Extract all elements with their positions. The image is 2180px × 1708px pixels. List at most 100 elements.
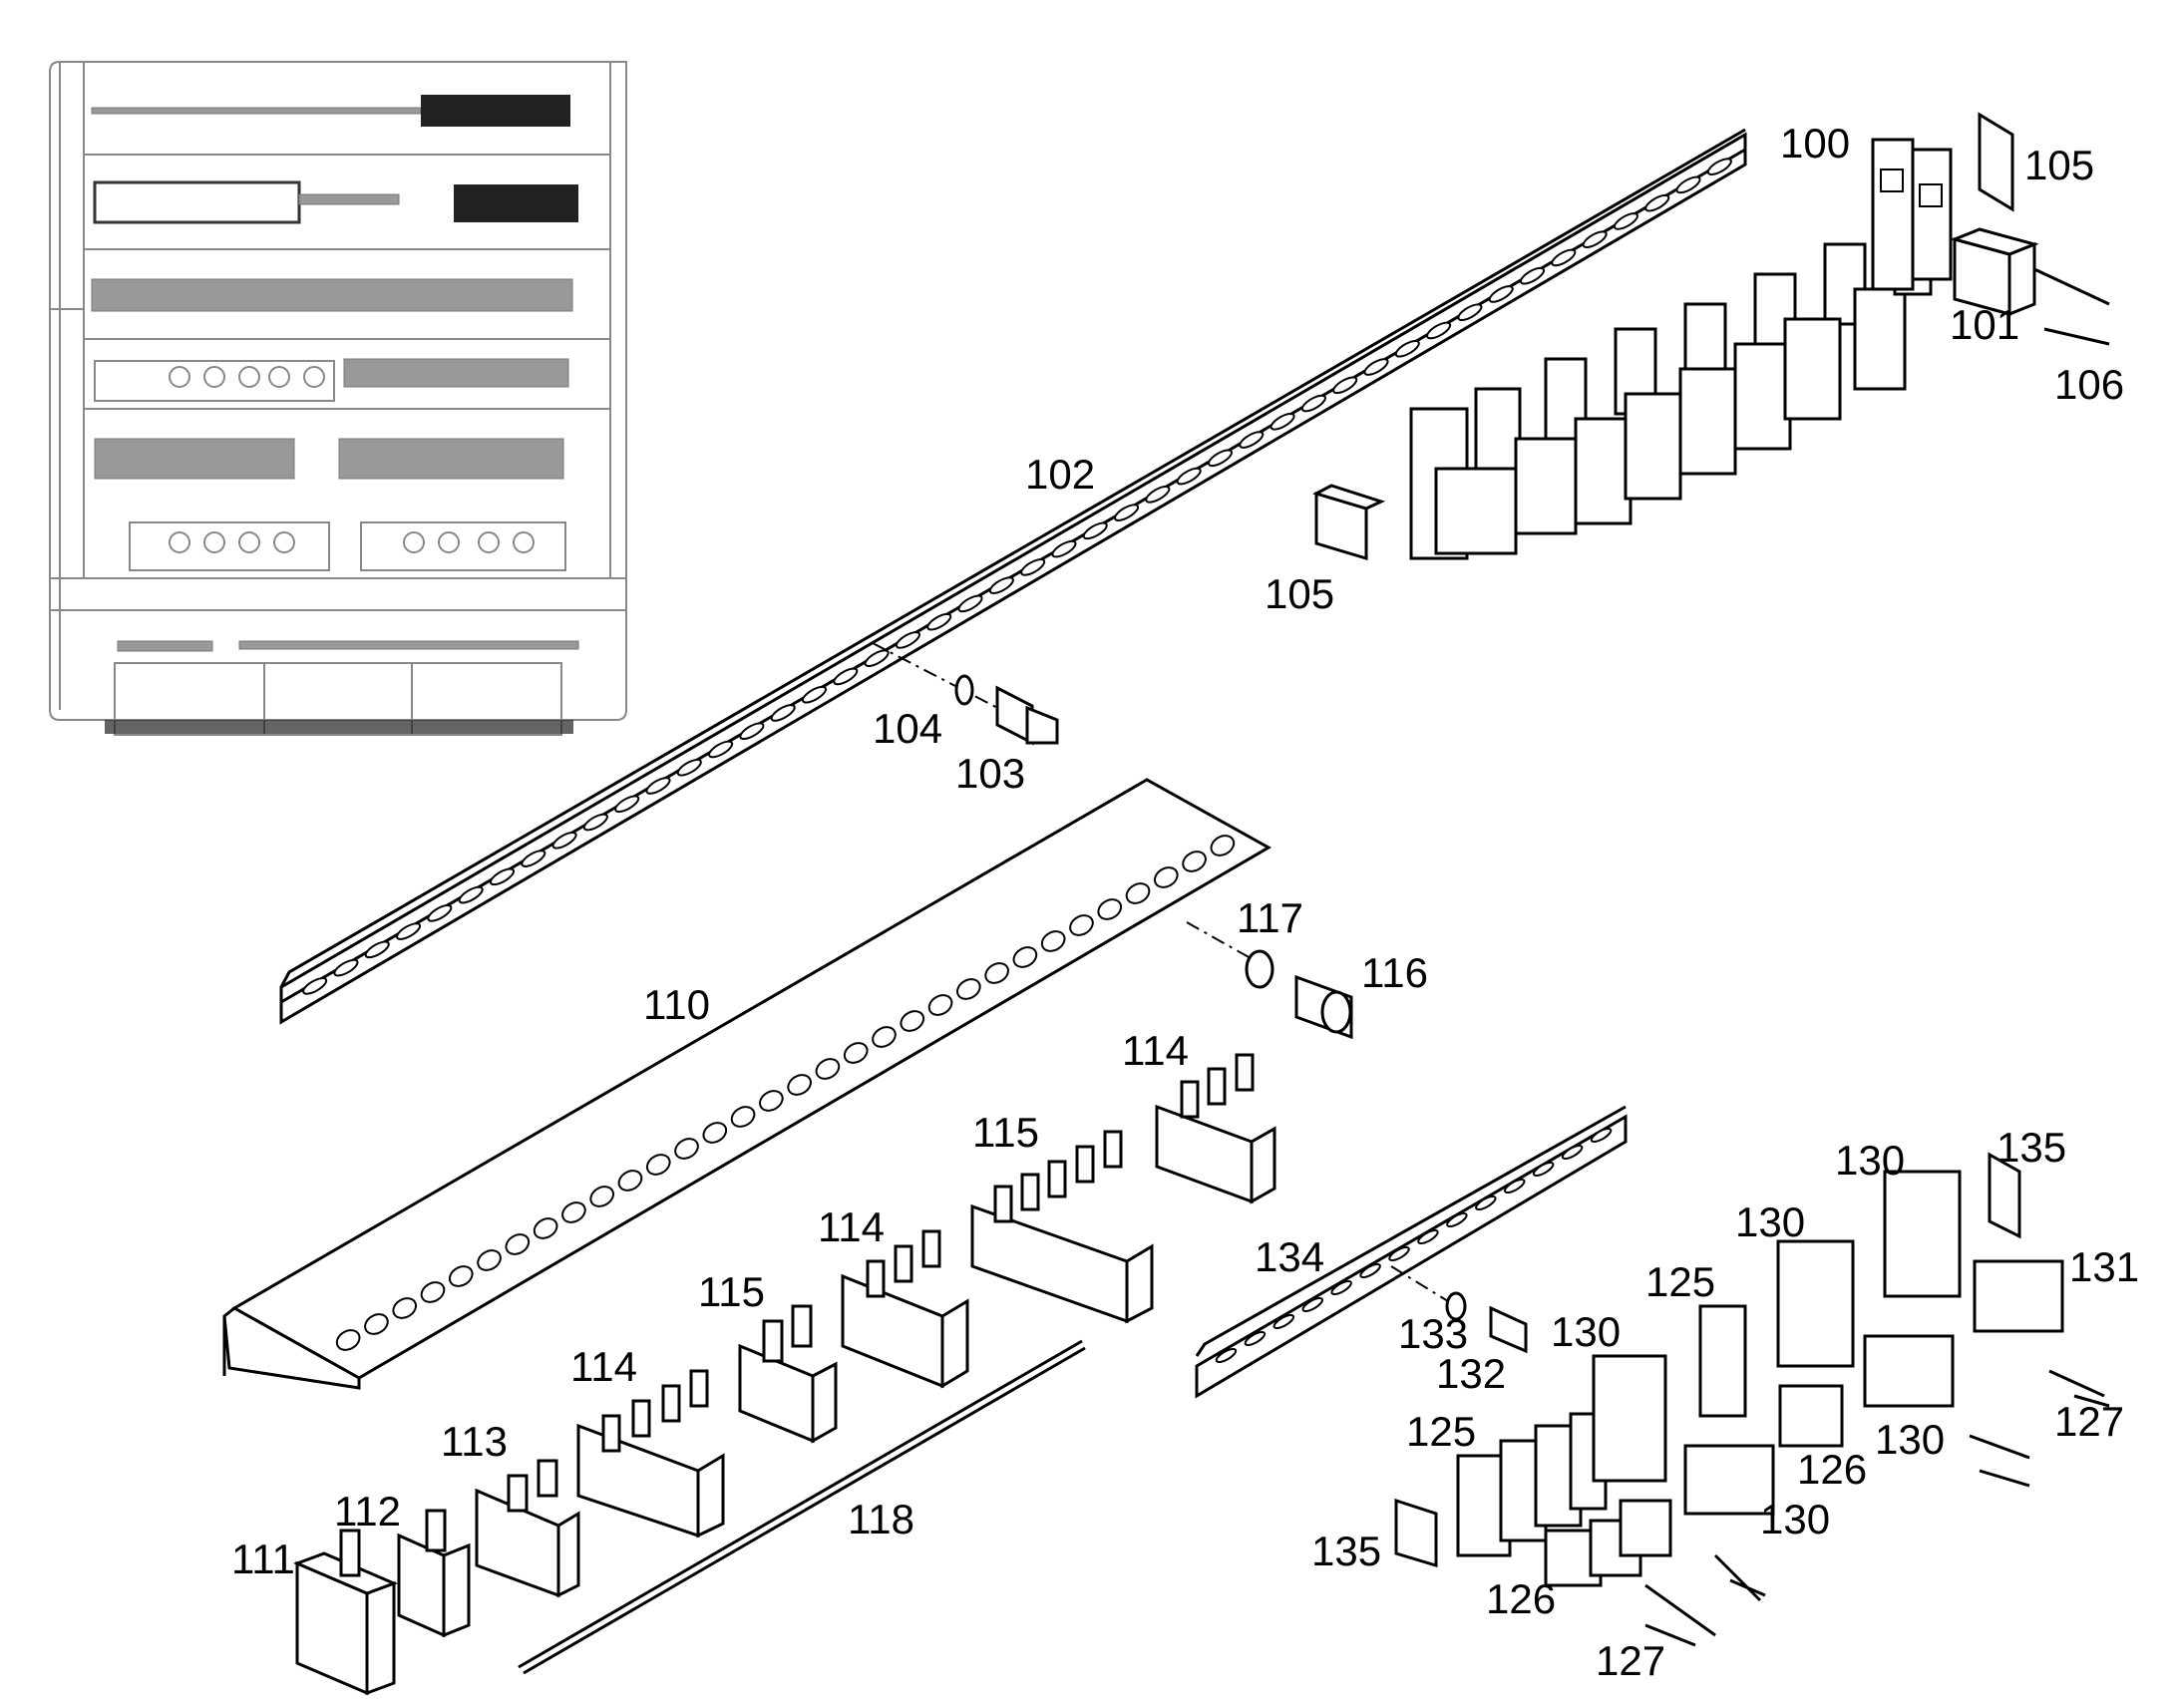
busbar-hole [984, 962, 1009, 984]
busbar-hole [1210, 835, 1236, 856]
busbar-hole [1097, 898, 1123, 920]
busbar-hole [900, 1010, 925, 1032]
rail-slot [895, 631, 920, 649]
rail-slot [1114, 504, 1140, 521]
rail-slot [1504, 1179, 1526, 1194]
rail-slot [1644, 193, 1670, 212]
rod-118 [518, 1339, 1086, 1675]
rail-slot [1475, 1196, 1497, 1210]
busbar-hole [872, 1026, 897, 1048]
busbar-hole [505, 1233, 531, 1255]
label-135-bottom: 135 [1311, 1528, 1381, 1574]
busbar-hole [420, 1281, 446, 1303]
label-130-d: 130 [1875, 1416, 1945, 1463]
rail-slot [489, 867, 516, 886]
relay-socket-100 [1871, 138, 1953, 291]
rail-slot [708, 740, 734, 759]
label-101: 101 [1950, 301, 2019, 348]
busbar-hole [1012, 946, 1038, 968]
rail-slot [1590, 1128, 1613, 1143]
rail-slot [458, 885, 484, 904]
rail-slot [1207, 449, 1234, 468]
rail-slot [551, 831, 577, 850]
busbar-hole [702, 1122, 728, 1144]
busbar-hole [589, 1186, 614, 1207]
label-125-bottom: 125 [1406, 1408, 1476, 1455]
callout-labels: 100 105 101 106 102 105 104 103 117 116 … [231, 120, 2139, 1684]
rail-slot [1244, 1331, 1267, 1346]
rail-slot [1270, 412, 1295, 431]
label-102: 102 [1025, 451, 1095, 498]
busbar-hole [759, 1090, 784, 1112]
label-115-a: 115 [698, 1268, 765, 1315]
rail-slot [739, 722, 765, 741]
rail-slot [396, 922, 422, 940]
rail-slot [1300, 394, 1326, 413]
label-111: 111 [231, 1536, 295, 1582]
label-104: 104 [873, 705, 942, 752]
label-130-a: 130 [1835, 1137, 1905, 1184]
rail-slot [1215, 1348, 1238, 1363]
busbar-hole [1182, 851, 1207, 872]
label-130-c: 130 [1551, 1308, 1621, 1355]
breaker-114-c [1155, 1053, 1276, 1204]
rail-slot [1272, 1314, 1295, 1329]
label-134: 134 [1255, 1233, 1324, 1280]
label-118: 118 [848, 1496, 914, 1542]
rail-slot [1145, 486, 1171, 504]
label-114-c: 114 [1122, 1027, 1189, 1074]
busbar-hole [956, 978, 981, 1000]
breaker-114-a [576, 1369, 725, 1538]
rail-slot [333, 958, 359, 977]
rail-slot [801, 685, 828, 704]
rail-slot [1388, 1246, 1410, 1261]
label-105-bottom: 105 [1265, 570, 1334, 617]
rail-slot [1551, 248, 1577, 267]
busbar-hole [645, 1154, 671, 1176]
relay-group-lower [1394, 1152, 2110, 1647]
label-133: 133 [1398, 1310, 1468, 1357]
end-clamp-105-bottom [1312, 484, 1386, 561]
rail-slot [1301, 1297, 1323, 1312]
rail-slot [1426, 321, 1452, 340]
rail-slot [926, 612, 952, 631]
label-126-bottom: 126 [1486, 1575, 1556, 1622]
busbar-hole [815, 1058, 841, 1080]
rail-slot [427, 904, 453, 922]
rail-slot [645, 777, 671, 795]
rail-slot [957, 594, 983, 613]
busbar-hole [617, 1170, 643, 1192]
rail-slot [1488, 285, 1514, 303]
label-130-e: 130 [1760, 1496, 1830, 1542]
rail-slot [1359, 1263, 1381, 1278]
rail-slot [864, 649, 890, 667]
rail-slot [1532, 1162, 1555, 1177]
label-132: 132 [1436, 1350, 1506, 1397]
rail-slot [1051, 539, 1077, 558]
rail-slot [521, 850, 546, 867]
label-125-top: 125 [1645, 1258, 1715, 1305]
label-113: 113 [441, 1418, 508, 1465]
busbar-hole [1040, 930, 1066, 952]
busbar-hole [561, 1201, 586, 1223]
rail-slot [614, 795, 640, 814]
rail-slot [364, 940, 390, 959]
label-100: 100 [1780, 120, 1850, 167]
relay-bank [1409, 217, 1933, 560]
busbar-hole [674, 1138, 699, 1160]
breaker-113 [475, 1459, 580, 1598]
label-135-top: 135 [1997, 1124, 2066, 1171]
label-115-b: 115 [972, 1109, 1039, 1156]
label-114-b: 114 [818, 1203, 885, 1250]
busbar-hole [1153, 866, 1179, 888]
rail-slot [676, 758, 702, 777]
clip-106 [2033, 267, 2110, 346]
cabinet-overview [49, 61, 627, 736]
breaker-112 [397, 1509, 471, 1638]
busbar-hole [843, 1042, 869, 1064]
rail-slot [1446, 1212, 1468, 1227]
rail-slot [1332, 376, 1358, 395]
label-103: 103 [955, 750, 1025, 797]
busbar-hole [1125, 882, 1151, 904]
